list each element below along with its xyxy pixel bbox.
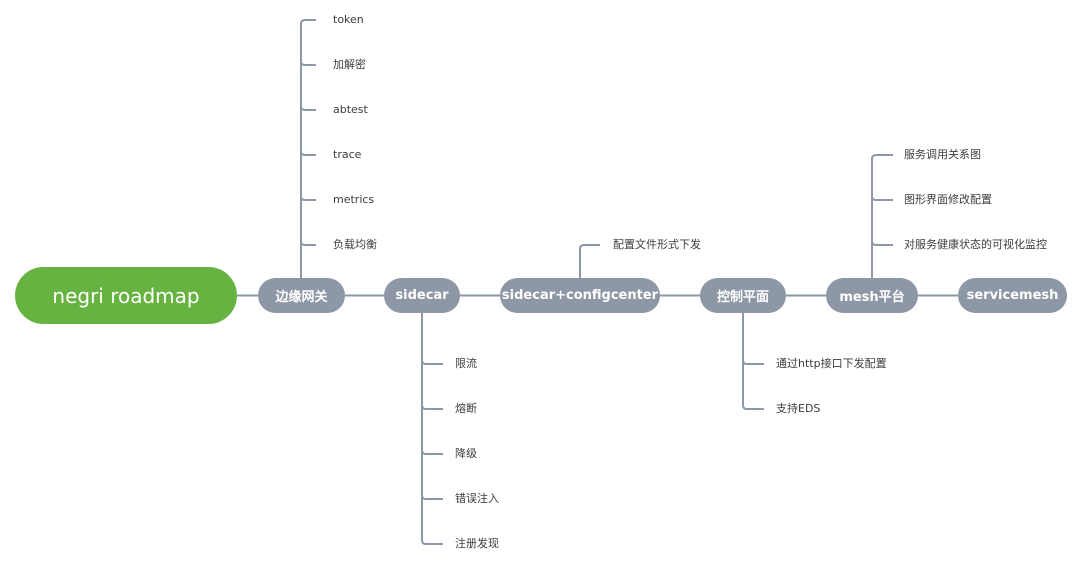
branch-node-sidecar-configcenter[interactable]: sidecar+configcenter [500, 278, 660, 313]
branch-node-edge-gateway[interactable]: 边缘网关 [258, 278, 345, 313]
leaf-eds-support[interactable]: 支持EDS [776, 402, 821, 415]
leaf-service-discovery[interactable]: 注册发现 [455, 537, 499, 550]
leaf-fault-injection[interactable]: 错误注入 [455, 492, 499, 505]
leaf-health-monitoring[interactable]: 对服务健康状态的可视化监控 [904, 238, 1047, 251]
leaf-rate-limit[interactable]: 限流 [455, 357, 477, 370]
leaf-trace[interactable]: trace [333, 148, 362, 161]
connector-sidecar-children [421, 313, 443, 545]
leaf-http-config-delivery[interactable]: 通过http接口下发配置 [776, 357, 887, 370]
connector-mesh-children [871, 154, 893, 278]
connector-gateway-children [300, 19, 316, 278]
branch-node-sidecar[interactable]: sidecar [384, 278, 460, 313]
leaf-service-call-graph[interactable]: 服务调用关系图 [904, 148, 981, 161]
leaf-metrics[interactable]: metrics [333, 193, 375, 206]
leaf-abtest[interactable]: abtest [333, 103, 368, 116]
leaf-encryption[interactable]: 加解密 [333, 58, 366, 71]
connector-control-children [742, 313, 764, 410]
leaf-circuit-breaker[interactable]: 熔断 [455, 402, 477, 415]
branch-node-control-plane[interactable]: 控制平面 [700, 278, 786, 313]
root-node[interactable]: negri roadmap [15, 267, 237, 324]
leaf-degradation[interactable]: 降级 [455, 447, 477, 460]
leaf-config-file-delivery[interactable]: 配置文件形式下发 [613, 238, 701, 251]
branch-node-mesh-platform[interactable]: mesh平台 [826, 278, 918, 313]
leaf-token[interactable]: token [333, 13, 364, 26]
branch-node-servicemesh[interactable]: servicemesh [958, 278, 1067, 313]
leaf-load-balancing[interactable]: 负载均衡 [333, 238, 377, 251]
connector-configcenter-children [579, 244, 600, 278]
leaf-gui-config-edit[interactable]: 图形界面修改配置 [904, 193, 992, 206]
